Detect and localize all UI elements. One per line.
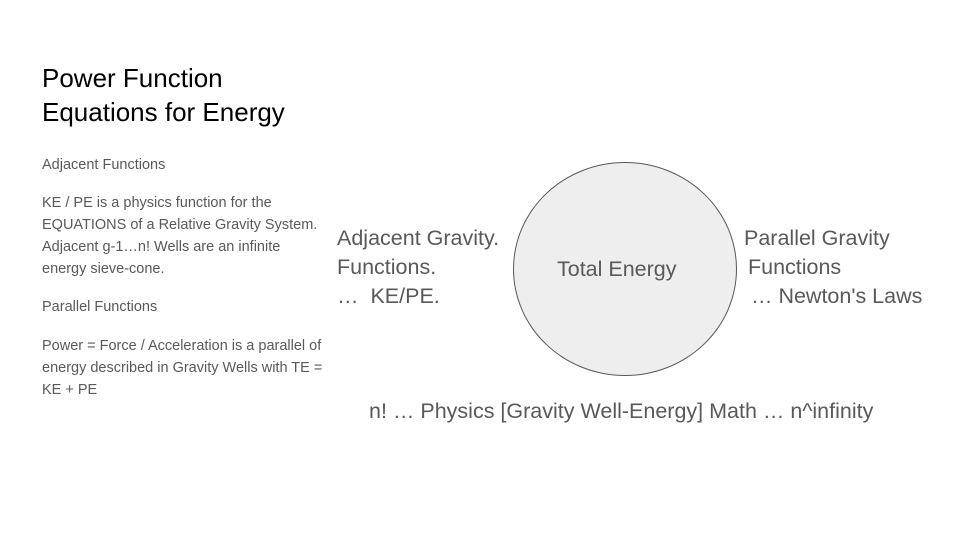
adjacent-functions-text: KE / PE is a physics function for the EQ… <box>42 195 318 277</box>
total-energy-circle <box>513 162 737 376</box>
parallel-functions-heading: Parallel Functions <box>42 299 158 315</box>
left-label-line-2: Functions. <box>337 255 437 279</box>
right-label-line-1: Parallel Gravity <box>744 226 890 250</box>
total-energy-label: Total Energy <box>557 257 677 281</box>
adjacent-functions-heading: Adjacent Functions <box>42 157 166 173</box>
parallel-functions-text: Power = Force / Acceleration is a parall… <box>42 338 323 398</box>
right-label-line-3: … Newton's Laws <box>745 284 923 308</box>
slide-title: Power Function Equations for Energy <box>42 63 285 127</box>
bottom-label: n! … Physics [Gravity Well-Energy] Math … <box>369 399 874 423</box>
left-label-line-1: Adjacent Gravity. <box>337 226 500 250</box>
right-label-line-2: Functions <box>742 255 842 279</box>
left-label-line-3: … KE/PE. <box>337 284 440 308</box>
